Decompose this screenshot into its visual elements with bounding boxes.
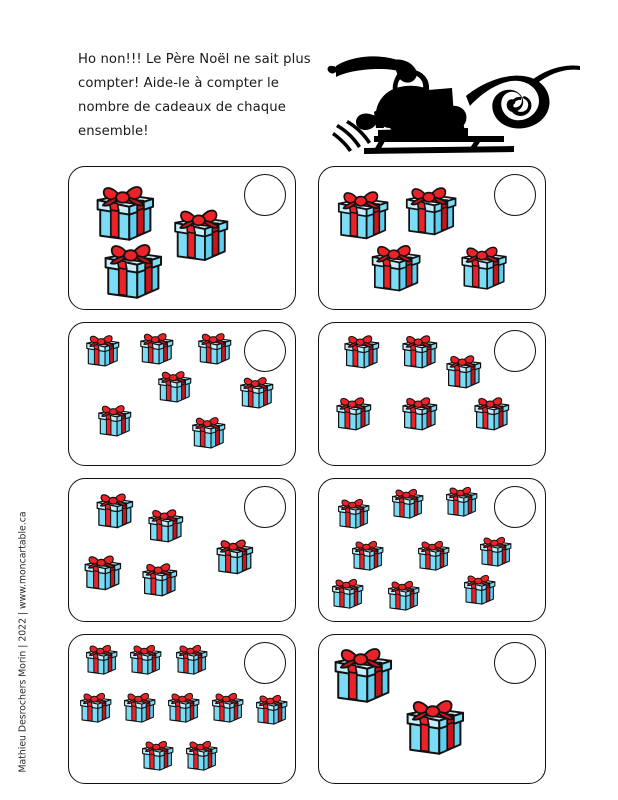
answer-circle-8[interactable] [494, 642, 536, 684]
gift-box-icon [99, 237, 165, 303]
gift-box-icon [209, 689, 245, 725]
gift-box-icon [195, 329, 233, 367]
gift-group-8 [319, 635, 545, 783]
exercise-card-1[interactable] [68, 166, 296, 310]
gift-box-icon [93, 489, 135, 531]
gift-box-icon [253, 691, 289, 727]
gift-box-icon [183, 737, 219, 773]
gift-box-icon [329, 641, 395, 707]
gift-box-icon [83, 641, 119, 677]
gift-box-icon [461, 571, 497, 607]
gift-box-icon [169, 203, 231, 265]
exercise-card-5[interactable] [68, 478, 296, 622]
gift-group-5 [69, 479, 295, 621]
gift-box-icon [415, 537, 451, 573]
exercise-card-6[interactable] [318, 478, 546, 622]
gift-group-1 [69, 167, 295, 309]
answer-circle-4[interactable] [494, 330, 536, 372]
exercise-card-3[interactable] [68, 322, 296, 466]
answer-circle-6[interactable] [494, 486, 536, 528]
gift-box-icon [139, 737, 175, 773]
answer-circle-2[interactable] [494, 174, 536, 216]
gift-box-icon [81, 551, 123, 593]
answer-circle-1[interactable] [244, 174, 286, 216]
gift-box-icon [329, 575, 365, 611]
footer-credit: Mathieu Desrochers Morin | 2022 | www.mo… [0, 452, 46, 782]
gift-group-6 [319, 479, 545, 621]
gift-box-icon [121, 689, 157, 725]
gift-box-icon [83, 331, 121, 369]
gift-box-icon [137, 329, 175, 367]
gift-box-icon [401, 693, 467, 759]
gift-box-icon [349, 537, 385, 573]
gift-group-7 [69, 635, 295, 783]
gift-group-3 [69, 323, 295, 465]
gift-box-icon [213, 535, 255, 577]
gift-group-2 [319, 167, 545, 309]
exercise-card-8[interactable] [318, 634, 546, 784]
worksheet-header: Ho non!!! Le Père Noël ne sait plus comp… [0, 0, 618, 160]
exercise-card-2[interactable] [318, 166, 546, 310]
gift-box-icon [335, 495, 371, 531]
exercise-card-4[interactable] [318, 322, 546, 466]
gift-box-icon [457, 241, 509, 293]
gift-box-icon [399, 393, 439, 433]
exercise-cards-grid [68, 166, 550, 788]
gift-box-icon [237, 373, 275, 411]
gift-box-icon [333, 185, 391, 243]
gift-box-icon [127, 641, 163, 677]
gift-group-4 [319, 323, 545, 465]
instructions-text: Ho non!!! Le Père Noël ne sait plus comp… [78, 52, 311, 139]
gift-box-icon [165, 689, 201, 725]
exercise-card-7[interactable] [68, 634, 296, 784]
gift-box-icon [173, 641, 209, 677]
gift-box-icon [401, 181, 459, 239]
gift-box-icon [189, 413, 227, 451]
gift-box-icon [333, 393, 373, 433]
gift-box-icon [389, 485, 425, 521]
credit-text: Mathieu Desrochers Morin | 2022 | www.mo… [17, 511, 29, 773]
gift-box-icon [443, 351, 483, 391]
gift-box-icon [139, 559, 179, 599]
gift-box-icon [443, 483, 479, 519]
answer-circle-5[interactable] [244, 486, 286, 528]
gift-box-icon [77, 689, 113, 725]
gift-box-icon [95, 401, 133, 439]
gift-box-icon [341, 331, 381, 371]
gift-box-icon [155, 367, 193, 405]
gift-box-icon [399, 331, 439, 371]
santa-sleigh-illustration [318, 36, 586, 158]
gift-box-icon [367, 239, 423, 295]
gift-box-icon [477, 533, 513, 569]
answer-circle-3[interactable] [244, 330, 286, 372]
gift-box-icon [385, 577, 421, 613]
gift-box-icon [91, 179, 157, 245]
gift-box-icon [145, 505, 185, 545]
answer-circle-7[interactable] [244, 642, 286, 684]
gift-box-icon [471, 393, 511, 433]
